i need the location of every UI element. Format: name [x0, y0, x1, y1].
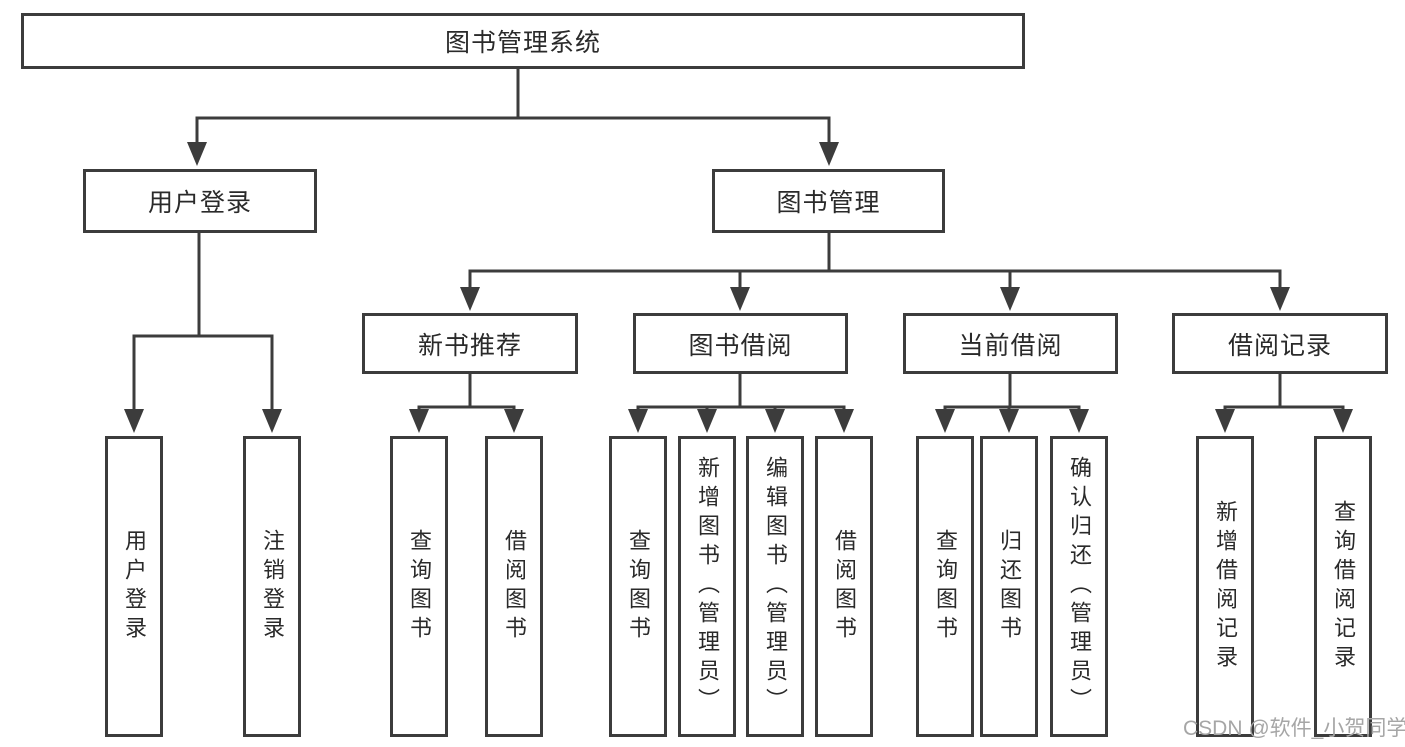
leaf-newbooks-borrow-books: 借阅图书 — [485, 436, 543, 737]
leaf-add-borrow-record-label: 新增借阅记录 — [1213, 499, 1238, 674]
leaf-newbooks-query-books-label: 查询图书 — [407, 528, 432, 645]
leaf-current-query-books-label: 查询图书 — [933, 528, 958, 645]
node-book-management: 图书管理 — [712, 169, 945, 233]
node-borrowing-records-label: 借阅记录 — [1227, 331, 1332, 360]
leaf-add-borrow-record: 新增借阅记录 — [1196, 436, 1254, 737]
leaf-query-borrow-record-label: 查询借阅记录 — [1331, 499, 1356, 674]
leaf-user-login: 用户登录 — [105, 436, 163, 737]
leaf-logout: 注销登录 — [243, 436, 301, 737]
node-new-book-recommendation: 新书推荐 — [362, 313, 578, 374]
leaf-return-books-label: 归还图书 — [997, 528, 1022, 645]
leaf-borrowing-query-books: 查询图书 — [609, 436, 667, 737]
node-current-borrowing: 当前借阅 — [903, 313, 1118, 374]
leaf-add-books-admin-label: 新增图书（管理员） — [695, 456, 720, 717]
node-book-borrowing: 图书借阅 — [633, 313, 848, 374]
node-user-login: 用户登录 — [83, 169, 317, 233]
leaf-edit-books-admin-label: 编辑图书（管理员） — [763, 456, 788, 717]
leaf-user-login-label: 用户登录 — [122, 528, 147, 645]
leaf-newbooks-borrow-books-label: 借阅图书 — [502, 528, 527, 645]
leaf-query-borrow-record: 查询借阅记录 — [1314, 436, 1372, 737]
leaf-confirm-return-admin: 确认归还（管理员） — [1050, 436, 1108, 737]
leaf-borrowing-query-books-label: 查询图书 — [626, 528, 651, 645]
leaf-edit-books-admin: 编辑图书（管理员） — [746, 436, 804, 737]
node-library-management-system-label: 图书管理系统 — [444, 29, 601, 57]
node-book-management-label: 图书管理 — [776, 189, 881, 217]
leaf-borrowing-borrow-books-label: 借阅图书 — [832, 528, 857, 645]
node-new-book-recommendation-label: 新书推荐 — [417, 331, 522, 360]
node-library-management-system: 图书管理系统 — [21, 13, 1025, 69]
leaf-current-query-books: 查询图书 — [916, 436, 974, 737]
node-borrowing-records: 借阅记录 — [1172, 313, 1388, 374]
node-current-borrowing-label: 当前借阅 — [958, 331, 1063, 360]
node-user-login-label: 用户登录 — [147, 189, 252, 217]
leaf-logout-label: 注销登录 — [260, 528, 285, 645]
node-book-borrowing-label: 图书借阅 — [688, 331, 793, 360]
leaf-newbooks-query-books: 查询图书 — [390, 436, 448, 737]
leaf-add-books-admin: 新增图书（管理员） — [678, 436, 736, 737]
watermark-csdn: CSDN @软件_小贺同学 — [1183, 717, 1405, 740]
leaf-borrowing-borrow-books: 借阅图书 — [815, 436, 873, 737]
leaf-confirm-return-admin-label: 确认归还（管理员） — [1067, 456, 1092, 717]
leaf-return-books: 归还图书 — [980, 436, 1038, 737]
